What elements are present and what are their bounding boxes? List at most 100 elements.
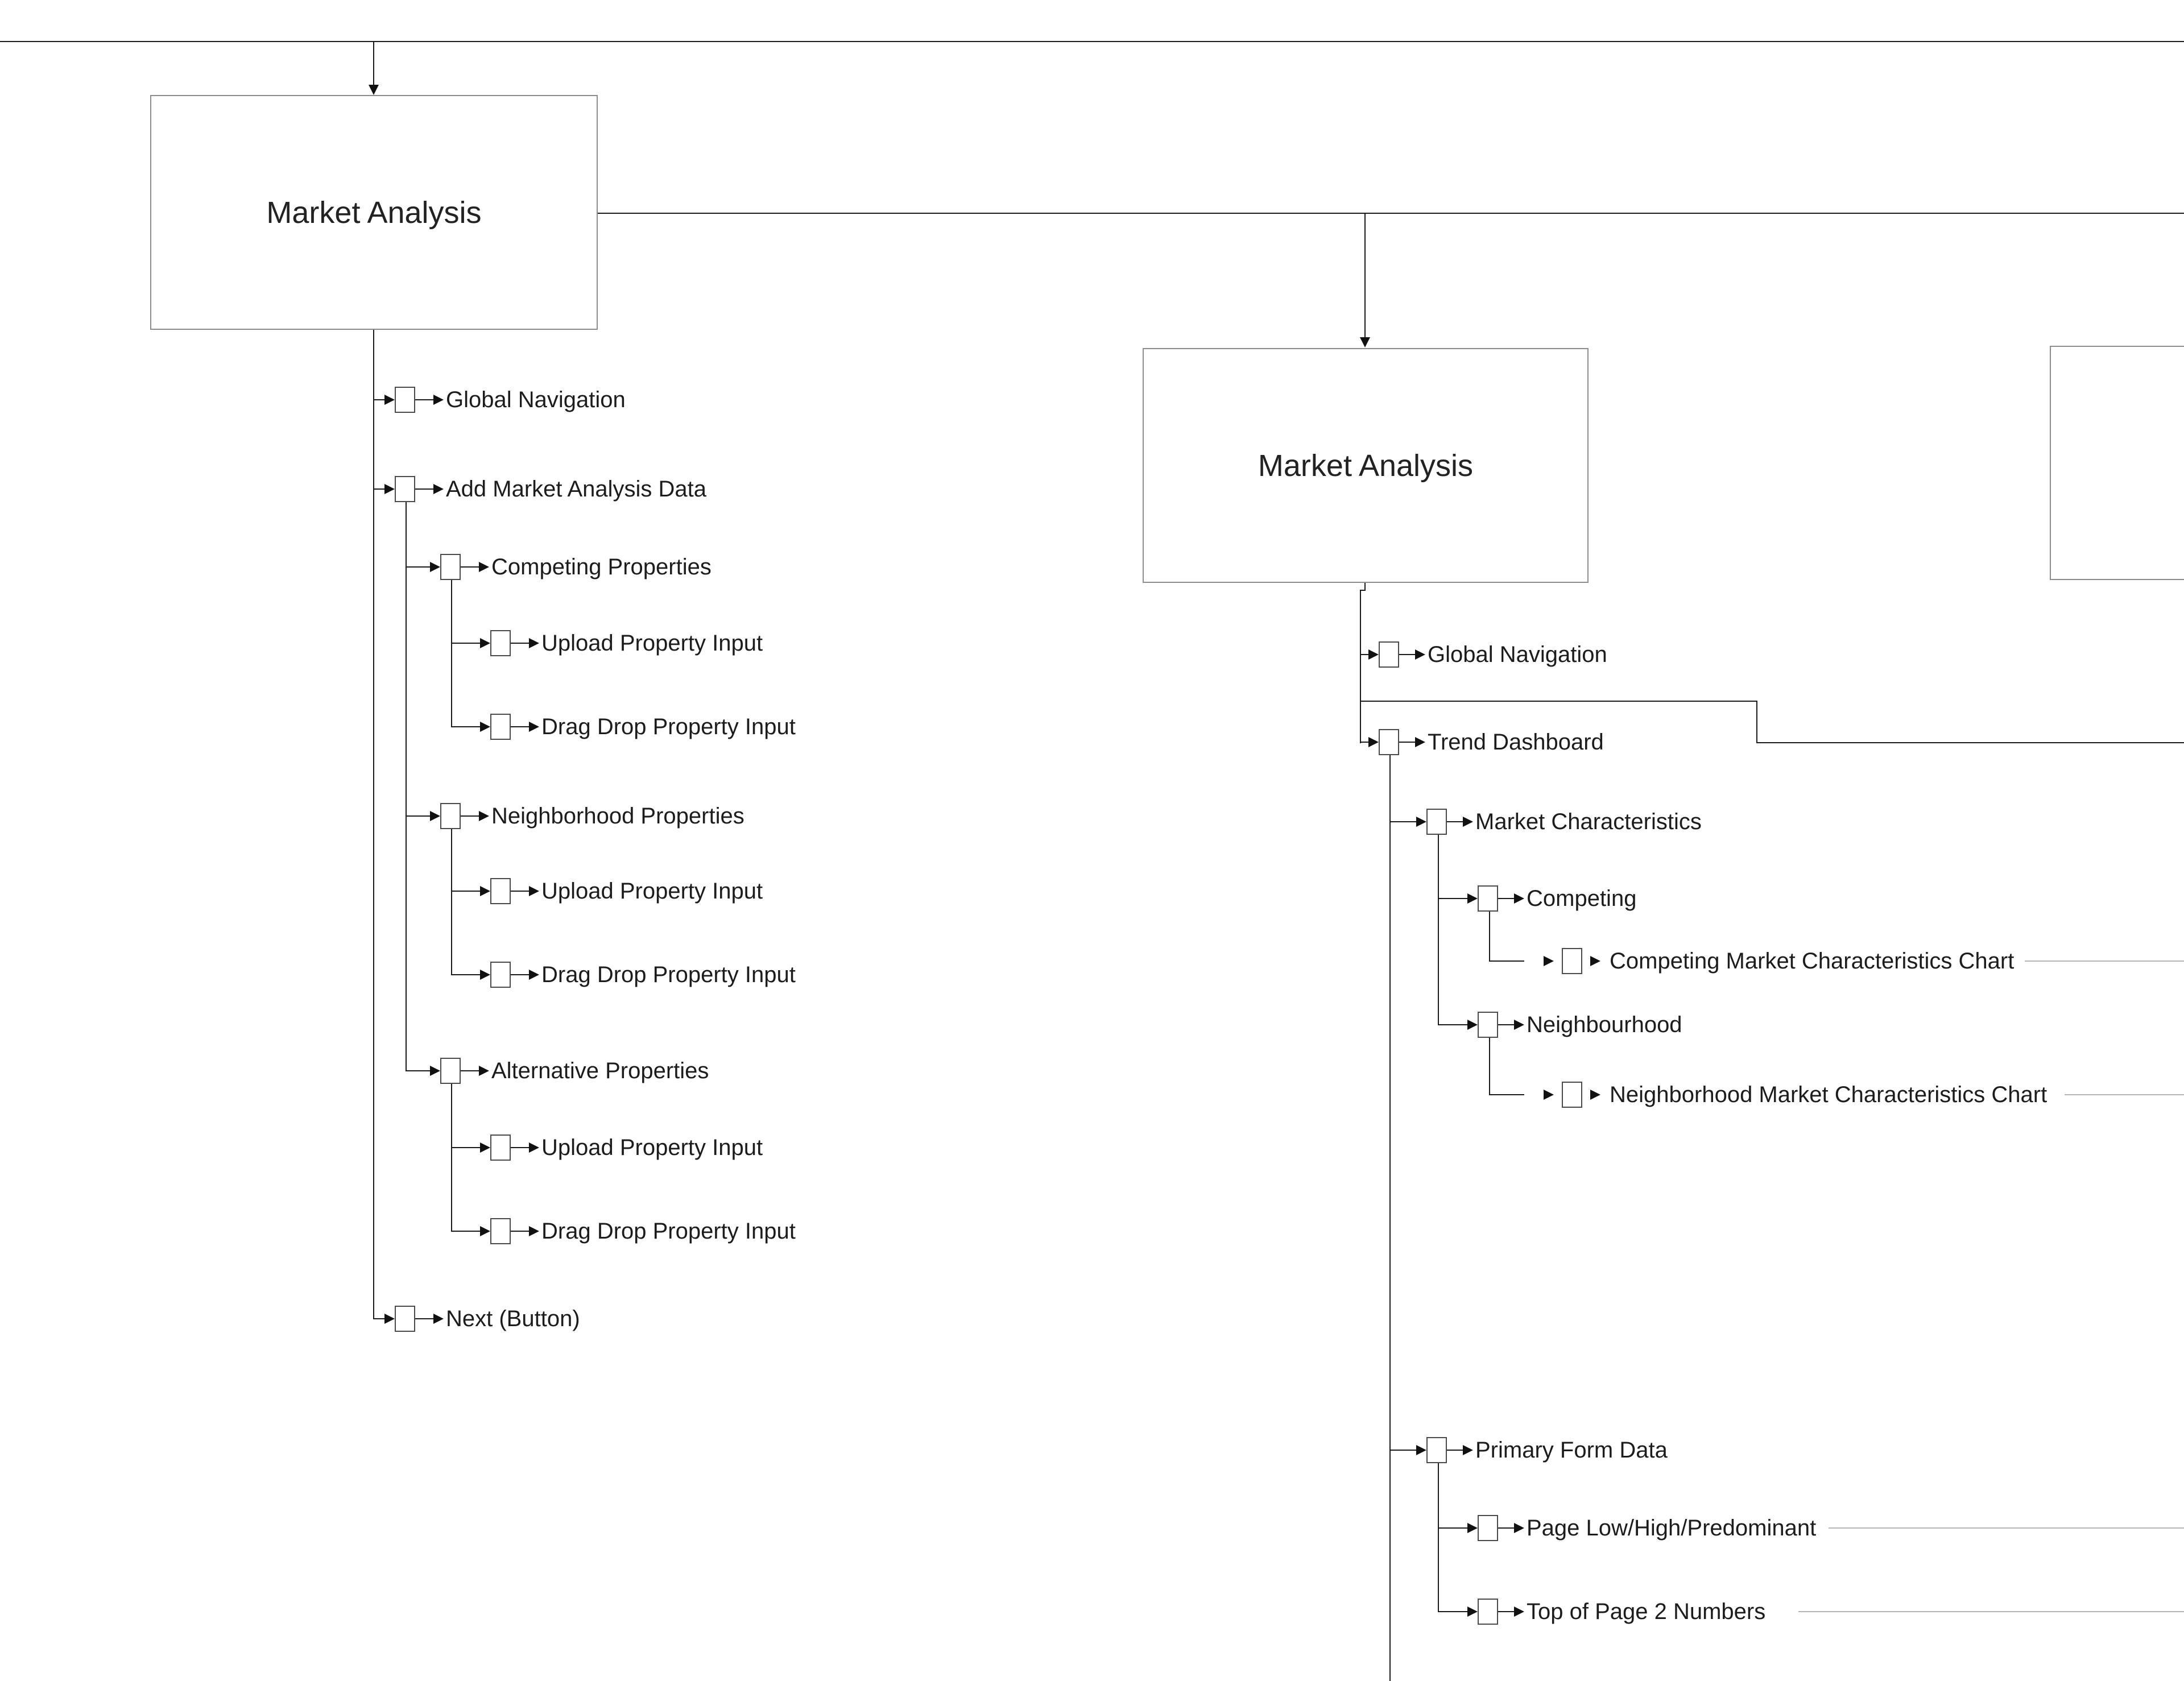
left-tree-trunk — [373, 330, 374, 1319]
trailing-connector — [1798, 1611, 2184, 1612]
node-label[interactable]: Competing Properties — [491, 554, 712, 579]
connector — [452, 1147, 480, 1148]
node-square[interactable] — [1562, 1082, 1582, 1108]
node-square[interactable] — [1562, 948, 1582, 974]
node-square[interactable] — [395, 387, 415, 413]
node-square[interactable] — [440, 554, 461, 580]
arrowhead-icon — [430, 811, 440, 821]
connector — [374, 399, 384, 400]
node-square[interactable] — [490, 1135, 511, 1161]
page-box-title: Market Analysis — [1258, 448, 1474, 483]
arrowhead-icon — [1467, 1020, 1478, 1030]
connector — [461, 815, 479, 817]
node-square[interactable] — [1379, 641, 1399, 668]
connector — [511, 1231, 529, 1232]
page-box-right-partial[interactable] — [2050, 346, 2184, 580]
middle-trunk-notch-v — [1364, 583, 1366, 591]
node-square[interactable] — [1478, 1515, 1498, 1541]
node-label[interactable]: Upload Property Input — [541, 879, 763, 904]
step-connector-drop — [1756, 701, 1757, 743]
node-square[interactable] — [1426, 809, 1447, 835]
node-square[interactable] — [395, 476, 415, 502]
connector — [452, 1231, 480, 1232]
connector — [452, 974, 480, 975]
page-box-market-analysis-middle[interactable]: Market Analysis — [1143, 348, 1589, 583]
arrowhead-icon — [433, 1314, 444, 1324]
node-label[interactable]: Upload Property Input — [541, 631, 763, 656]
page-box-market-analysis-left[interactable]: Market Analysis — [150, 95, 598, 330]
arrowhead-icon — [1463, 1445, 1473, 1455]
step-connector-top — [1360, 701, 1757, 702]
node-square[interactable] — [1379, 729, 1399, 755]
middle-tree-trunk — [1360, 590, 1361, 743]
connector — [1439, 898, 1467, 899]
node-label[interactable]: Market Characteristics — [1475, 809, 1702, 834]
arrowhead-icon — [1467, 1523, 1478, 1533]
arrowhead-icon — [529, 1226, 539, 1236]
arrowhead-icon — [1368, 737, 1379, 747]
left-tree-trunk-l3c — [451, 1084, 452, 1232]
connector — [1439, 1527, 1467, 1529]
arrowhead-icon — [480, 886, 490, 896]
node-square[interactable] — [395, 1306, 415, 1332]
node-square[interactable] — [440, 1058, 461, 1084]
node-square[interactable] — [1426, 1437, 1447, 1463]
middle-tree-trunk-l2a — [1438, 835, 1439, 1025]
node-square[interactable] — [1478, 1012, 1498, 1038]
page-box-title: Market Analysis — [266, 195, 482, 230]
arrowhead-icon — [480, 638, 490, 648]
node-label[interactable]: Drag Drop Property Input — [541, 962, 796, 987]
connector — [511, 974, 529, 975]
node-square[interactable] — [440, 803, 461, 829]
node-label[interactable]: Competing Market Characteristics Chart — [1610, 949, 2015, 974]
node-label[interactable]: Primary Form Data — [1475, 1438, 1668, 1463]
node-square[interactable] — [490, 1218, 511, 1244]
arrowhead-icon — [480, 722, 490, 732]
middle-tree-trunk-l3b — [1489, 1038, 1490, 1095]
node-label[interactable]: Global Navigation — [1428, 642, 1607, 667]
node-label[interactable]: Alternative Properties — [491, 1058, 709, 1083]
connector — [511, 1147, 529, 1148]
connector — [461, 566, 479, 568]
middle-tree-trunk-l1 — [1389, 755, 1391, 1681]
arrowhead-icon — [1416, 817, 1426, 827]
node-square[interactable] — [490, 630, 511, 656]
node-square[interactable] — [1478, 1599, 1498, 1625]
arrowhead-icon — [433, 484, 444, 494]
node-label[interactable]: Global Navigation — [446, 387, 626, 412]
trailing-connector — [2025, 960, 2184, 962]
arrowhead-icon — [480, 970, 490, 980]
node-label[interactable]: Top of Page 2 Numbers — [1527, 1599, 1766, 1624]
connector — [1498, 1024, 1514, 1025]
connector — [415, 399, 433, 400]
node-square[interactable] — [490, 714, 511, 740]
arrowhead-icon — [529, 722, 539, 732]
node-label[interactable]: Next (Button) — [446, 1306, 580, 1331]
node-label[interactable]: Neighborhood Market Characteristics Char… — [1610, 1082, 2048, 1107]
node-label[interactable]: Neighborhood Properties — [491, 804, 744, 829]
node-square[interactable] — [1478, 885, 1498, 912]
node-label[interactable]: Upload Property Input — [541, 1135, 763, 1160]
connector-drop-middle — [1364, 213, 1366, 338]
arrowhead-icon — [1590, 1090, 1600, 1100]
connector — [452, 643, 480, 644]
node-label[interactable]: Page Low/High/Predominant — [1527, 1516, 1817, 1541]
connector — [452, 891, 480, 892]
node-square[interactable] — [490, 878, 511, 904]
node-label[interactable]: Trend Dashboard — [1428, 730, 1604, 755]
node-label[interactable]: Add Market Analysis Data — [446, 477, 706, 502]
connector — [1399, 654, 1415, 655]
node-label[interactable]: Drag Drop Property Input — [541, 1219, 796, 1244]
node-label[interactable]: Competing — [1527, 886, 1637, 911]
node-square[interactable] — [490, 962, 511, 988]
connector — [1360, 742, 1368, 743]
step-connector-exit — [1756, 742, 2184, 743]
connector — [374, 1318, 384, 1319]
connector-drop-left — [373, 41, 374, 86]
trailing-connector — [1829, 1527, 2184, 1529]
arrowhead-icon — [529, 1142, 539, 1153]
node-label[interactable]: Neighbourhood — [1527, 1012, 1682, 1037]
arrowhead-into-middle-box — [1360, 337, 1370, 347]
node-label[interactable]: Drag Drop Property Input — [541, 714, 796, 739]
